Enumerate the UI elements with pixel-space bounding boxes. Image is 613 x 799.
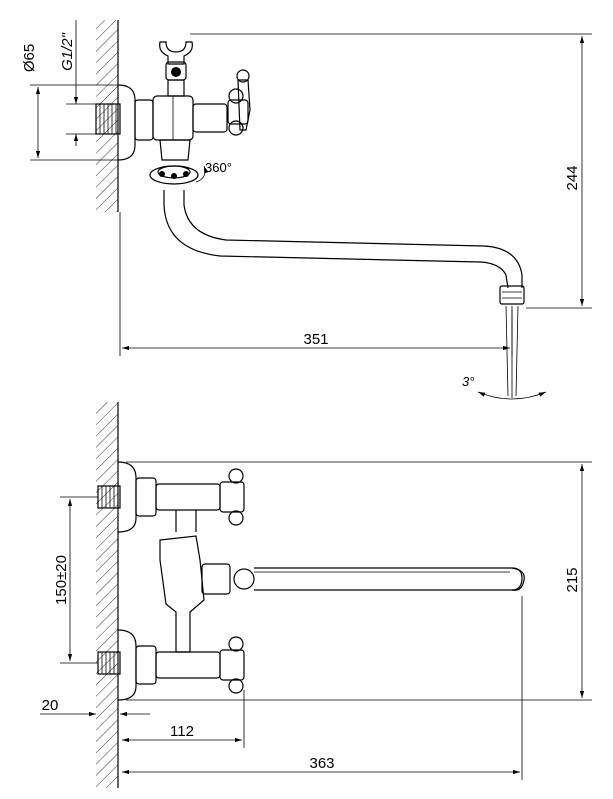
shower-holder bbox=[159, 41, 193, 65]
wall-hatch-bottom bbox=[96, 402, 118, 788]
rotation-label: 360° bbox=[205, 160, 232, 175]
wall-hatch-top bbox=[96, 20, 118, 212]
swivel-neck bbox=[159, 139, 191, 161]
nut-top bbox=[134, 99, 154, 141]
central-body bbox=[159, 535, 205, 653]
height-label-bottom: 215 bbox=[564, 567, 581, 592]
inner-label: 112 bbox=[170, 723, 194, 740]
valve-head-lower bbox=[228, 120, 244, 136]
aerator-top bbox=[499, 285, 525, 305]
valve-upper bbox=[219, 481, 245, 513]
spout-pipe-bottom bbox=[254, 567, 523, 591]
lever-handle bbox=[237, 79, 251, 131]
valve-cap-top bbox=[227, 99, 249, 125]
bottom-view: 215 150±20 20 112 363 bbox=[40, 402, 592, 788]
height-label-top: 244 bbox=[564, 165, 581, 190]
cross-pipe-upper bbox=[155, 483, 221, 511]
thread-label: G1/2" bbox=[59, 32, 76, 71]
diameter-label: Ø65 bbox=[21, 44, 38, 72]
offset-label: 20 bbox=[42, 697, 59, 714]
thread-lines-top bbox=[99, 104, 117, 134]
top-view: 360° 3° 244 351 Ø65 G1/2" bbox=[21, 20, 592, 400]
spout-pipe-top bbox=[163, 190, 509, 289]
valve-stem-top bbox=[192, 103, 228, 133]
valve-head-upper bbox=[228, 88, 244, 104]
spacing-label: 150±20 bbox=[53, 555, 70, 605]
angle-label: 3° bbox=[462, 374, 474, 389]
holder-screw bbox=[171, 67, 181, 77]
cross-pipe-lower bbox=[155, 651, 221, 679]
total-label: 363 bbox=[309, 755, 334, 772]
flange-lower bbox=[117, 629, 137, 701]
valve-lower bbox=[219, 649, 245, 681]
length-label-top: 351 bbox=[303, 331, 328, 348]
flange-upper bbox=[117, 461, 137, 533]
